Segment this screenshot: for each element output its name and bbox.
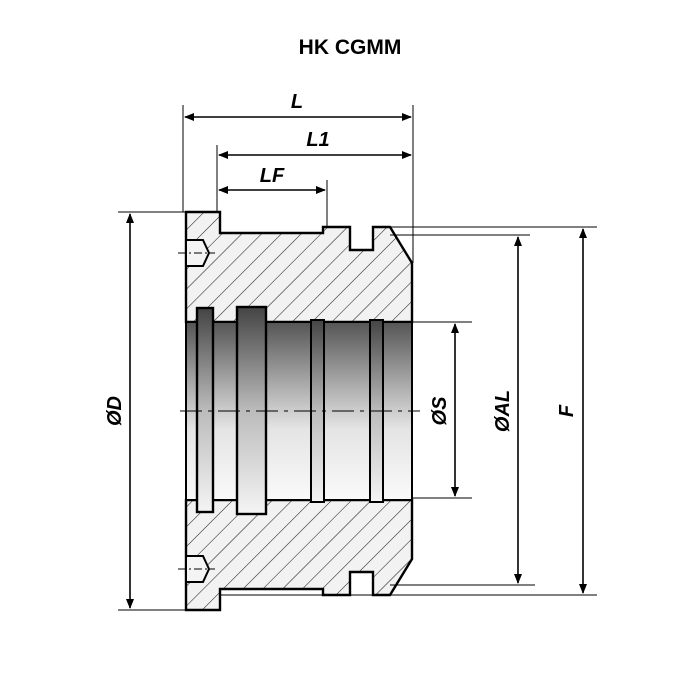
upper-section [184, 210, 414, 324]
label-LF: LF [260, 165, 285, 187]
drawing-title: HK CGMM [298, 36, 402, 59]
label-F: F [556, 404, 578, 417]
label-D: ØD [104, 396, 126, 426]
label-AL: ØAL [492, 390, 514, 432]
lower-section [184, 498, 414, 612]
seal-groove [195, 306, 215, 514]
label-L: L [291, 91, 303, 113]
label-S: ØS [429, 396, 451, 426]
label-L1: L1 [306, 129, 329, 151]
